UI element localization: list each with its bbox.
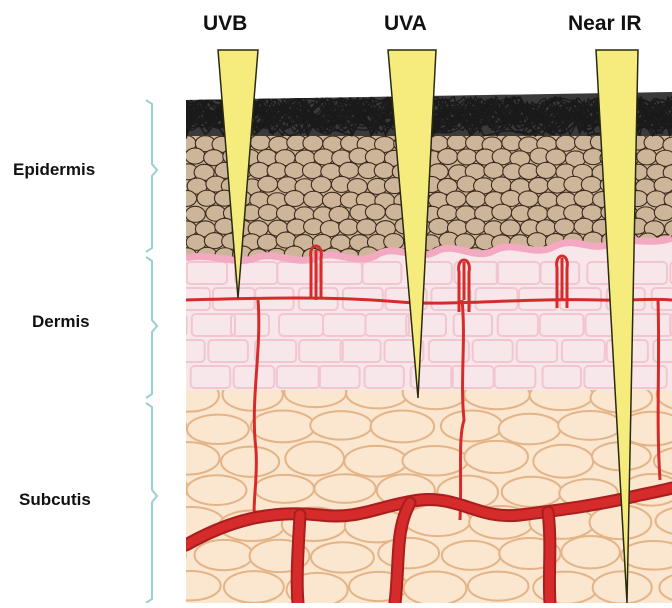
keratinocyte [574, 190, 594, 206]
fat-cell [344, 446, 407, 477]
keratinocyte [457, 149, 477, 165]
dermis-label: Dermis [32, 312, 90, 332]
keratinocyte [258, 205, 278, 221]
keratinocyte [285, 191, 305, 207]
layer-bracket [146, 257, 157, 398]
keratinocyte [429, 218, 449, 234]
keratinocyte [536, 162, 556, 178]
fat-cell [464, 441, 528, 473]
fat-cell [558, 411, 622, 440]
fat-cell [156, 442, 219, 474]
keratinocyte [302, 163, 322, 179]
fat-cell [593, 571, 652, 603]
keratinocyte [654, 205, 672, 221]
keratinocyte [285, 162, 305, 178]
epidermis-label: Epidermis [13, 160, 95, 180]
fat-cell [224, 571, 284, 603]
keratinocyte [197, 190, 217, 206]
fat-cell [251, 410, 315, 442]
fat-cell [311, 542, 374, 572]
fat-cell [128, 473, 188, 504]
keratinocyte [644, 135, 664, 151]
layer-bracket [146, 403, 157, 603]
fat-cell [561, 536, 619, 568]
keratinocyte [258, 176, 278, 192]
fat-cell [285, 442, 344, 476]
fat-cell [187, 475, 247, 505]
keratinocyte [554, 219, 574, 235]
keratinocyte [357, 219, 377, 235]
fat-cell [127, 409, 186, 443]
keratinocyte [374, 162, 394, 178]
fat-cell [99, 506, 158, 539]
keratinocyte [384, 234, 404, 250]
fat-cell [98, 441, 159, 471]
uva-label: UVA [384, 12, 427, 36]
keratinocyte [303, 135, 323, 151]
fat-cell [533, 572, 597, 603]
fat-cell [468, 572, 529, 601]
keratinocyte [492, 204, 512, 220]
fat-cell [255, 475, 314, 503]
keratinocyte [528, 206, 548, 222]
keratinocyte [314, 149, 334, 165]
fat-cell [93, 574, 158, 602]
fat-cell [221, 447, 279, 477]
keratinocyte [447, 134, 467, 150]
fat-cell [533, 445, 593, 478]
fat-cell [402, 446, 467, 476]
fat-cell [590, 505, 652, 539]
fat-cell [314, 474, 375, 503]
keratinocyte [518, 191, 538, 207]
fat-cell [502, 477, 562, 507]
near-ir-label: Near IR [568, 12, 642, 36]
fat-cell [371, 411, 434, 443]
keratinocyte [339, 219, 359, 235]
uvb-label: UVB [203, 12, 247, 36]
fat-cell [442, 541, 501, 570]
keratinocyte [185, 206, 205, 222]
fat-cell [404, 571, 467, 603]
fat-cell [187, 415, 249, 444]
fat-cell [441, 410, 503, 441]
layer-brackets [146, 100, 157, 603]
subcutis-label: Subcutis [19, 490, 91, 510]
keratinocyte [322, 192, 342, 208]
keratinocyte [311, 177, 331, 193]
keratinocyte [177, 190, 197, 206]
fat-cell [195, 540, 253, 570]
fat-cell [378, 538, 439, 569]
large-vessel [297, 515, 300, 603]
fat-cell [310, 411, 372, 440]
keratinocyte [438, 149, 458, 165]
keratinocyte [257, 234, 277, 250]
keratinocyte [466, 191, 486, 207]
fat-cell [499, 414, 561, 445]
layer-bracket [146, 100, 157, 252]
collagen-bundle [145, 314, 187, 336]
keratinocyte [250, 134, 270, 150]
large-vessel [548, 512, 550, 603]
keratinocyte [466, 219, 486, 235]
fat-cell [125, 541, 186, 569]
keratinocyte [304, 191, 324, 207]
keratinocyte [500, 220, 520, 236]
fat-cell [160, 571, 221, 600]
keratinocyte [276, 205, 296, 221]
thin-vessel [658, 300, 660, 480]
keratinocyte [484, 162, 504, 178]
keratinocyte [637, 149, 657, 165]
collagen-bundle [145, 366, 185, 388]
keratinocyte [365, 204, 385, 220]
keratinocyte [185, 148, 205, 164]
